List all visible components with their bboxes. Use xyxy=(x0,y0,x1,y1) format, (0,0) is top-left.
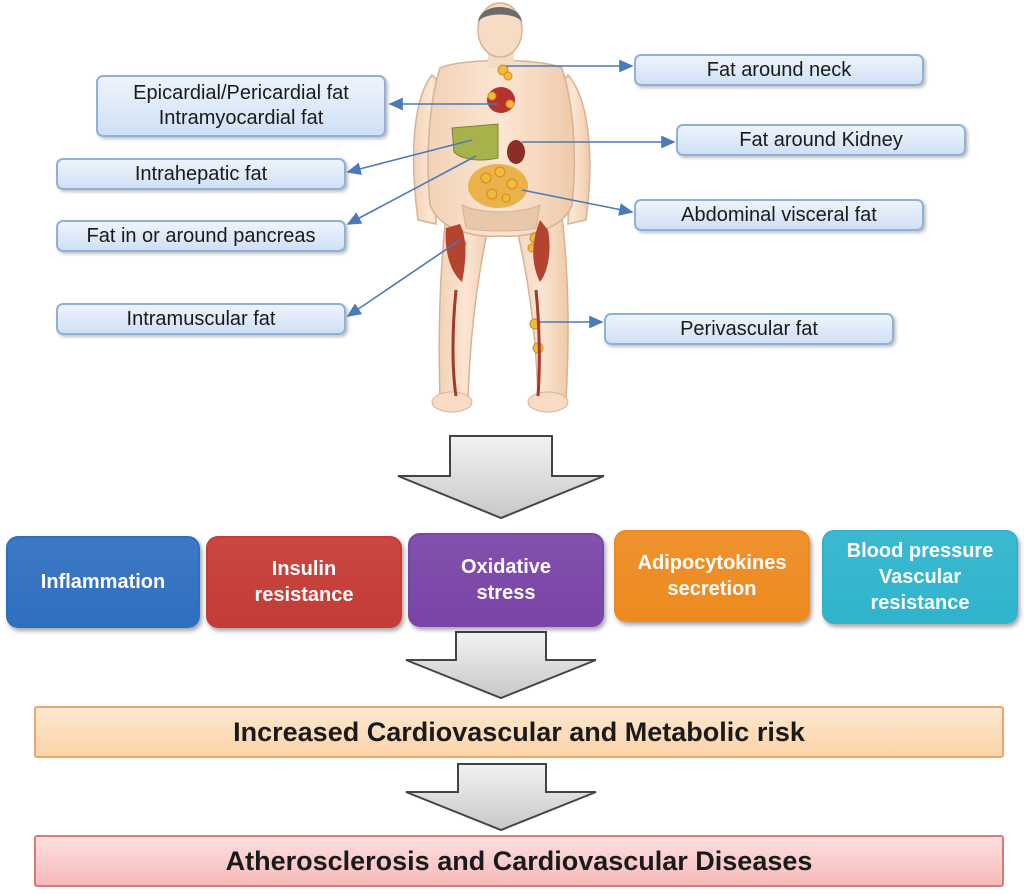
label-pancreas-fat: Fat in or around pancreas xyxy=(56,220,346,252)
disease-band: Atherosclerosis and Cardiovascular Disea… xyxy=(34,835,1004,887)
mechanism-adipocytokines-secretion: Adipocytokines secretion xyxy=(614,530,810,622)
label-fat-around-kidney: Fat around Kidney xyxy=(676,124,966,156)
mechanism-blood-pressure: Blood pressure Vascular resistance xyxy=(822,530,1018,624)
mechanism-inflammation: Inflammation xyxy=(6,536,200,628)
down-arrow-1 xyxy=(398,436,604,518)
down-arrow-2 xyxy=(406,632,596,698)
mechanism-oxidative-stress: Oxidative stress xyxy=(408,533,604,627)
mechanism-insulin-resistance: Insulin resistance xyxy=(206,536,402,628)
label-fat-around-neck: Fat around neck xyxy=(634,54,924,86)
down-arrow-3 xyxy=(406,764,596,830)
label-perivascular-fat: Perivascular fat xyxy=(604,313,894,345)
label-abdominal-visceral-fat: Abdominal visceral fat xyxy=(634,199,924,231)
flow-arrows xyxy=(398,436,604,830)
label-intrahepatic-fat: Intrahepatic fat xyxy=(56,158,346,190)
label-epicardial-fat: Epicardial/Pericardial fat Intramyocardi… xyxy=(96,75,386,137)
label-intramuscular-fat: Intramuscular fat xyxy=(56,303,346,335)
human-body-figure xyxy=(414,3,590,412)
risk-band: Increased Cardiovascular and Metabolic r… xyxy=(34,706,1004,758)
